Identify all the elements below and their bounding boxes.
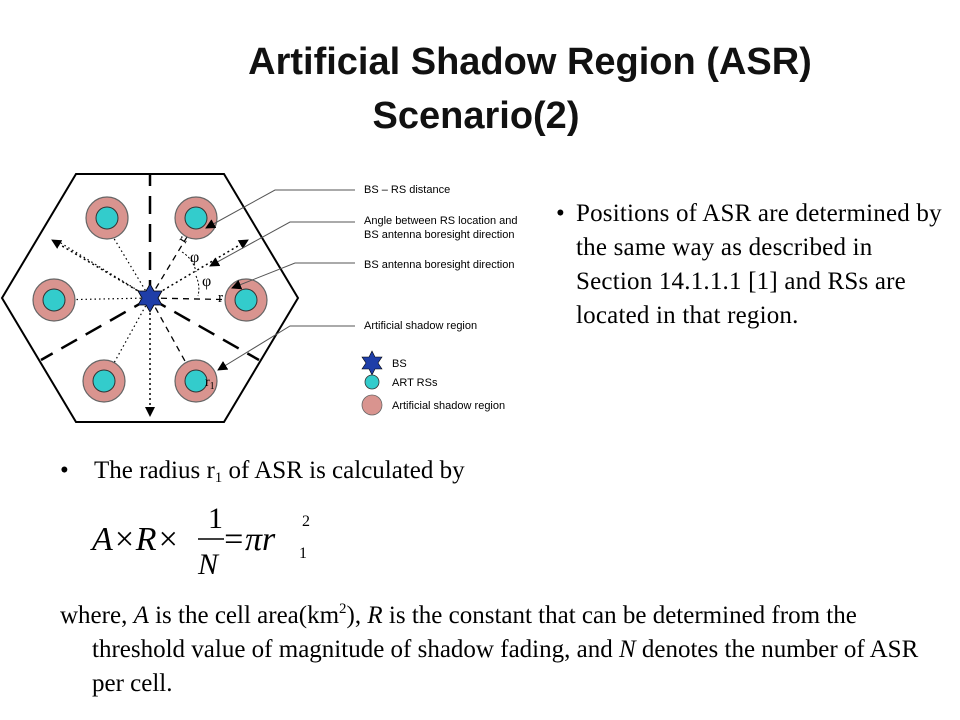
label-r-b: r <box>218 290 223 306</box>
bs-star-icon <box>137 283 163 313</box>
callout-leaders <box>205 189 355 371</box>
sector-boundaries <box>40 174 260 362</box>
page-title: Artificial Shadow Region (ASR) <box>248 41 812 83</box>
callout-bs-rs-distance: BS – RS distance <box>364 184 450 196</box>
formula-superscript: 2 <box>302 513 310 530</box>
label-phi-b: φ <box>202 273 211 290</box>
callout-angle-line2: BS antenna boresight direction <box>364 229 514 241</box>
asr-diagram: r φ φ r r1 BS – RS distance Angle betwee… <box>0 173 518 423</box>
asr-position-bullet: • Positions of ASR are determined by the… <box>556 197 948 333</box>
formula-rhs: =πr <box>222 521 276 558</box>
bullet-marker: • <box>556 200 565 227</box>
where-paragraph: where, A is the cell area(km2), R is the… <box>60 601 919 697</box>
formula-subscript: 1 <box>299 545 307 562</box>
radius-text: The radius r1 of ASR is calculated by <box>94 457 465 486</box>
hexagon-cell <box>0 173 300 423</box>
legend-bs-icon <box>361 350 383 376</box>
boresight-arrows <box>51 239 249 417</box>
legend-rs-label: ART RSs <box>392 377 438 389</box>
asr-formula: A×R× =πr 1 N 1 2 <box>90 502 310 581</box>
formula-denominator: N <box>197 548 220 581</box>
label-r1: r1 <box>205 375 215 392</box>
callout-boresight: BS antenna boresight direction <box>364 259 514 271</box>
legend-asr-label: Artificial shadow region <box>392 400 505 412</box>
legend-asr-icon <box>361 394 383 416</box>
legend-rs-icon <box>364 374 380 390</box>
callout-shadow-region: Artificial shadow region <box>364 320 477 332</box>
asr-position-text: Positions of ASR are determined by the s… <box>576 200 942 329</box>
rs-radial-lines <box>52 221 151 382</box>
art-relay-stations <box>42 206 258 393</box>
page-subtitle: Scenario(2) <box>372 95 580 137</box>
legend: BS ART RSs Artificial shadow region <box>361 350 505 416</box>
label-phi-a: φ <box>190 249 199 266</box>
callout-angle-line1: Angle between RS location and <box>364 215 518 227</box>
formula-numerator: 1 <box>208 502 223 535</box>
formula-lhs: A×R× <box>90 521 179 558</box>
bullet-marker: • <box>60 457 69 484</box>
legend-bs-label: BS <box>392 358 407 370</box>
